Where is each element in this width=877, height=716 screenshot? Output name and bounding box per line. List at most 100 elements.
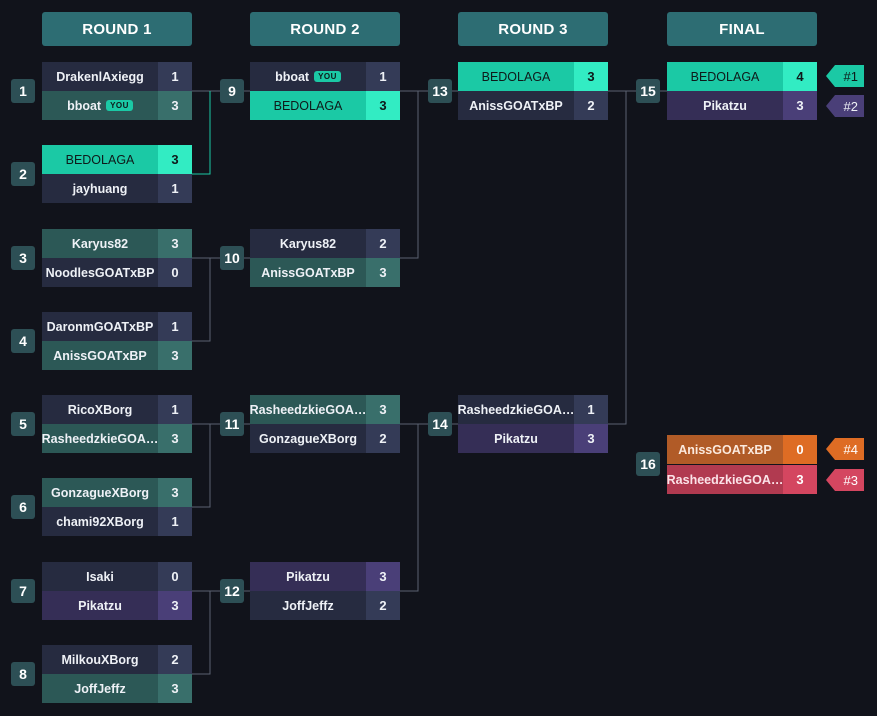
player-score: 3 — [158, 145, 192, 174]
you-badge: YOU — [314, 71, 341, 82]
match-number: 8 — [11, 662, 35, 686]
connector-6-11 — [192, 424, 211, 508]
match-3-player-1[interactable]: Karyus82 3 — [42, 229, 192, 258]
match-10-player-2[interactable]: AnissGOATxBP 3 — [250, 258, 400, 287]
player-name: chami92XBorg — [42, 507, 158, 536]
rank-first-badge: #1 — [826, 65, 864, 87]
player-score: 0 — [783, 435, 817, 464]
player-score: 2 — [366, 591, 400, 620]
rank-third-badge: #3 — [826, 469, 864, 491]
match-number: 9 — [220, 79, 244, 103]
player-score: 3 — [574, 62, 608, 91]
player-score: 3 — [574, 424, 608, 453]
match-3-player-2[interactable]: NoodlesGOATxBP 0 — [42, 258, 192, 287]
match-14-player-1[interactable]: RasheedzkieGOA… 1 — [458, 395, 608, 424]
rank-second-badge: #2 — [826, 95, 864, 117]
match-4-player-2[interactable]: AnissGOATxBP 3 — [42, 341, 192, 370]
player-name: RasheedzkieGOA… — [250, 395, 366, 424]
match-6-player-2[interactable]: chami92XBorg 1 — [42, 507, 192, 536]
you-badge: YOU — [106, 100, 133, 111]
match-11-player-1[interactable]: RasheedzkieGOA… 3 — [250, 395, 400, 424]
player-name: AnissGOATxBP — [458, 91, 574, 120]
player-score: 3 — [158, 674, 192, 703]
player-name: BEDOLAGA — [42, 145, 158, 174]
match-number: 11 — [220, 412, 244, 436]
match-9-player-2[interactable]: BEDOLAGA 3 — [250, 91, 400, 120]
match-12-player-1[interactable]: Pikatzu 3 — [250, 562, 400, 591]
player-name: DrakenlAxiegg — [42, 62, 158, 91]
match-4-player-1[interactable]: DaronmGOATxBP 1 — [42, 312, 192, 341]
player-name: Isaki — [42, 562, 158, 591]
connector-12-14 — [400, 424, 419, 592]
match-number: 1 — [11, 79, 35, 103]
match-15-player-2[interactable]: Pikatzu 3 — [667, 91, 817, 120]
player-score: 1 — [574, 395, 608, 424]
player-name: MilkouXBorg — [42, 645, 158, 674]
connector-10-13 — [400, 91, 419, 259]
match-15-player-1[interactable]: BEDOLAGA 4 — [667, 62, 817, 91]
player-name: Karyus82 — [42, 229, 158, 258]
player-score: 3 — [158, 591, 192, 620]
player-score: 1 — [158, 395, 192, 424]
player-name: jayhuang — [42, 174, 158, 203]
match-13-player-1[interactable]: BEDOLAGA 3 — [458, 62, 608, 91]
player-score: 2 — [366, 424, 400, 453]
match-2-player-2[interactable]: jayhuang 1 — [42, 174, 192, 203]
player-score: 0 — [158, 258, 192, 287]
player-score: 1 — [158, 507, 192, 536]
match-number: 13 — [428, 79, 452, 103]
match-14-player-2[interactable]: Pikatzu 3 — [458, 424, 608, 453]
player-score: 3 — [158, 424, 192, 453]
player-name: RasheedzkieGOA… — [458, 395, 574, 424]
match-5-player-1[interactable]: RicoXBorg 1 — [42, 395, 192, 424]
player-name: Pikatzu — [667, 91, 783, 120]
player-score: 3 — [158, 229, 192, 258]
match-8-player-2[interactable]: JoffJeffz 3 — [42, 674, 192, 703]
player-score: 1 — [158, 174, 192, 203]
match-16-player-2[interactable]: RasheedzkieGOA… 3 — [667, 465, 817, 494]
player-name: Karyus82 — [250, 229, 366, 258]
match-6-player-1[interactable]: GonzagueXBorg 3 — [42, 478, 192, 507]
match-8-player-1[interactable]: MilkouXBorg 2 — [42, 645, 192, 674]
match-number: 7 — [11, 579, 35, 603]
round-3-header: ROUND 3 — [458, 12, 608, 46]
match-12-player-2[interactable]: JoffJeffz 2 — [250, 591, 400, 620]
match-2-player-1[interactable]: BEDOLAGA 3 — [42, 145, 192, 174]
player-score: 0 — [158, 562, 192, 591]
player-score: 1 — [158, 312, 192, 341]
connector-8-12 — [192, 591, 211, 675]
match-1-player-1[interactable]: DrakenlAxiegg 1 — [42, 62, 192, 91]
player-name: GonzagueXBorg — [42, 478, 158, 507]
player-score: 2 — [366, 229, 400, 258]
match-number: 15 — [636, 79, 660, 103]
match-7-player-2[interactable]: Pikatzu 3 — [42, 591, 192, 620]
player-name: Pikatzu — [250, 562, 366, 591]
player-name: BEDOLAGA — [458, 62, 574, 91]
match-16-player-1[interactable]: AnissGOATxBP 0 — [667, 435, 817, 464]
match-5-player-2[interactable]: RasheedzkieGOA… 3 — [42, 424, 192, 453]
player-score: 3 — [366, 562, 400, 591]
match-10-player-1[interactable]: Karyus82 2 — [250, 229, 400, 258]
match-11-player-2[interactable]: GonzagueXBorg 2 — [250, 424, 400, 453]
match-number: 5 — [11, 412, 35, 436]
player-score: 3 — [158, 478, 192, 507]
player-name: NoodlesGOATxBP — [42, 258, 158, 287]
player-score: 3 — [783, 465, 817, 494]
player-name: Pikatzu — [458, 424, 574, 453]
player-score: 3 — [158, 91, 192, 120]
match-number: 10 — [220, 246, 244, 270]
player-score: 3 — [783, 91, 817, 120]
player-name: RasheedzkieGOA… — [667, 465, 783, 494]
round-1-header: ROUND 1 — [42, 12, 192, 46]
match-13-player-2[interactable]: AnissGOATxBP 2 — [458, 91, 608, 120]
player-name: JoffJeffz — [42, 674, 158, 703]
round-2-header: ROUND 2 — [250, 12, 400, 46]
player-score: 2 — [574, 91, 608, 120]
final-header: FINAL — [667, 12, 817, 46]
match-7-player-1[interactable]: Isaki 0 — [42, 562, 192, 591]
